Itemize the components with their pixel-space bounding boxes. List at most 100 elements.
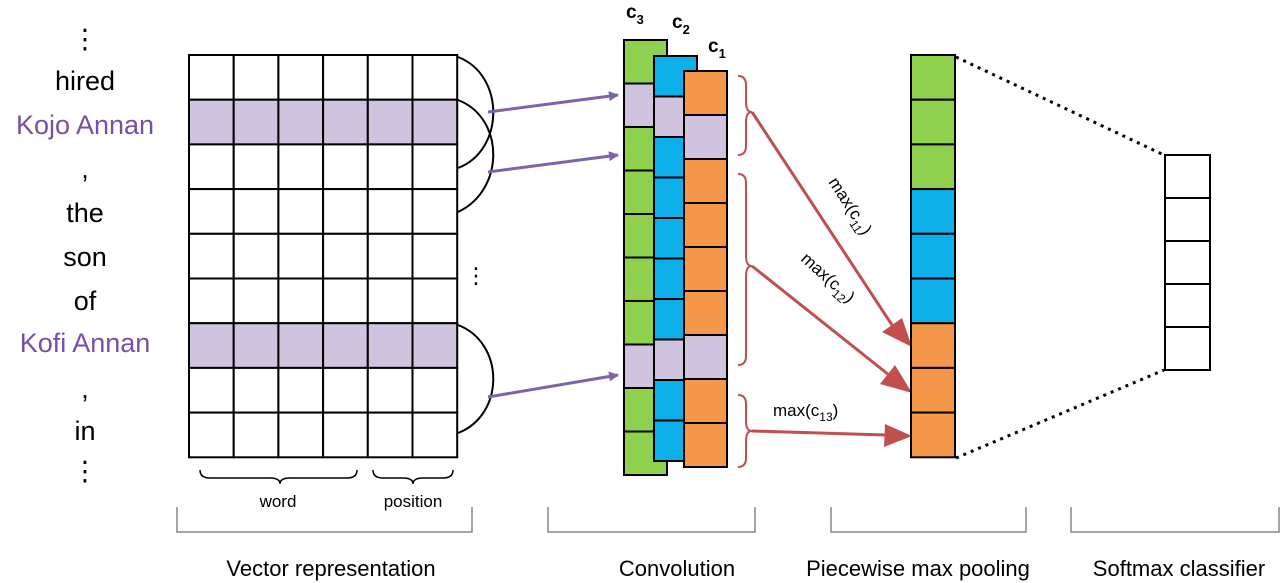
matrix-cell (188, 54, 235, 101)
window-arcs (457, 56, 495, 434)
matrix-cell (232, 232, 280, 280)
c1-cell (683, 202, 728, 248)
matrix-cell (366, 188, 414, 235)
matrix-cell (277, 232, 325, 280)
matrix-ellipsis: ⋮ (465, 263, 487, 288)
pooled-cell (910, 411, 956, 459)
softmax-connector-top (955, 55, 1165, 157)
convolution-caption: Convolution (619, 556, 735, 581)
softmax-bracket (1070, 507, 1280, 533)
vector-bracket (176, 507, 473, 533)
input-arrow-3 (487, 371, 619, 399)
matrix-cell (411, 411, 459, 459)
softmax-cell (1164, 197, 1211, 242)
entity-word: Kojo Annan (16, 110, 154, 140)
matrix-cell (232, 54, 280, 101)
matrix-cell (411, 54, 459, 101)
entity-matrix-cell (322, 322, 369, 369)
matrix-cell (322, 411, 369, 459)
matrix-cell (232, 366, 280, 414)
matrix-cell (366, 411, 414, 459)
matrix-cell (188, 411, 235, 459)
pooling-arrows (750, 111, 912, 447)
entity-matrix-cell (411, 98, 459, 146)
matrix-cell (322, 143, 369, 191)
convolution-columns (623, 39, 728, 476)
matrix-cell (232, 277, 280, 325)
softmax-cell (1164, 326, 1211, 371)
matrix-cell (411, 232, 459, 280)
window-arc-1 (457, 56, 495, 169)
sentence-word: ⋮ (72, 24, 99, 54)
entity-matrix-cell (188, 98, 235, 146)
input-arrows (487, 91, 619, 399)
filter-label-c1: c1 (708, 36, 726, 61)
sentence-word: ⋮ (72, 456, 99, 486)
entity-matrix-cell (232, 98, 280, 146)
window-arc-2 (457, 99, 495, 213)
matrix-cell (366, 232, 414, 280)
softmax-cell (1164, 240, 1211, 285)
softmax-connectors (955, 55, 1165, 460)
pooled-cell (910, 54, 956, 101)
sentence-word: the (66, 198, 104, 228)
sentence-word: , (81, 154, 89, 184)
entity-matrix-cell (322, 98, 369, 146)
pooled-cell (910, 98, 956, 146)
pooling-arrow-3 (751, 429, 886, 437)
sentence-word: in (74, 416, 95, 446)
entity-matrix-cell (277, 322, 325, 369)
pooled-cell (910, 188, 956, 235)
matrix-cell (188, 143, 235, 191)
sentence-word: , (81, 374, 89, 404)
c1-cell (683, 422, 728, 468)
matrix-cell (232, 188, 280, 235)
matrix-cell (411, 366, 459, 414)
softmax-caption: Softmax classifier (1093, 556, 1265, 581)
softmax-vector (1164, 154, 1211, 371)
pooling-arrow-2 (751, 264, 890, 377)
segment-bracket-3 (737, 394, 753, 468)
matrix-cell (411, 188, 459, 235)
pooling-caption: Piecewise max pooling (806, 556, 1030, 581)
filter-label-c3: c3 (626, 2, 644, 27)
entity-matrix-cell (366, 98, 414, 146)
matrix-cell (322, 366, 369, 414)
pooled-cell (910, 232, 956, 280)
convolution-bracket (547, 507, 756, 533)
c1-cell (683, 246, 728, 292)
matrix-cell (232, 143, 280, 191)
matrix-cell (277, 411, 325, 459)
entity-matrix-cell (188, 322, 235, 369)
c1-cell (683, 70, 728, 116)
segment-bracket-1 (737, 75, 753, 156)
filter-labels: c3 c2 c1 (626, 2, 726, 61)
entity-matrix-cell (232, 322, 280, 369)
c1-cell (683, 378, 728, 424)
pooling-arrowhead-1 (882, 318, 912, 347)
input-arrow-1 (487, 91, 619, 114)
matrix-cell (366, 277, 414, 325)
matrix-cell (411, 277, 459, 325)
matrix-cell (322, 188, 369, 235)
vector-caption: Vector representation (226, 556, 435, 581)
pooled-vector (910, 54, 956, 459)
position-brace (372, 469, 454, 485)
matrix-cell (188, 277, 235, 325)
filter-label-c2: c2 (672, 12, 690, 37)
position-label: position (384, 492, 443, 511)
c1-cell (683, 114, 728, 160)
matrix-cell (277, 54, 325, 101)
softmax-cell (1164, 154, 1211, 199)
input-arrow-2 (487, 151, 619, 174)
matrix-cell (188, 366, 235, 414)
matrix-cell (188, 188, 235, 235)
pooled-cell (910, 322, 956, 369)
matrix-cell (188, 232, 235, 280)
pooled-cell (910, 143, 956, 191)
matrix-cell (411, 143, 459, 191)
word-brace (199, 469, 358, 485)
c1-cell (683, 334, 728, 380)
